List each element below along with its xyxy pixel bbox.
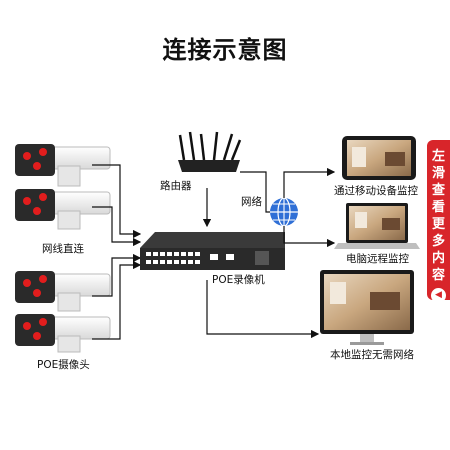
nvr-label: POE录像机: [212, 274, 265, 286]
side-tab-char: 左: [431, 149, 445, 164]
diagram-title: 连接示意图: [162, 36, 288, 64]
camera-2: [15, 189, 111, 230]
router-label: 路由器: [160, 180, 192, 192]
router: [178, 131, 242, 172]
side-tab-char: 更: [431, 217, 445, 232]
poe-camera-label: POE摄像头: [37, 359, 90, 371]
side-tab-char: 容: [431, 268, 445, 283]
side-tab-char: 看: [431, 200, 445, 215]
laptop-device: [334, 203, 420, 249]
camera-cables: [92, 164, 142, 340]
globe-icon: [270, 197, 298, 227]
local-monitor-label: 本地监控无需网络: [330, 349, 414, 361]
direct-cable-label: 网线直连: [42, 243, 84, 255]
nvr-device: [140, 232, 285, 270]
side-tab-char: 内: [431, 251, 445, 266]
remote-monitor-label: 电脑远程监控: [346, 253, 409, 265]
monitor-device: [320, 270, 414, 345]
mobile-monitor-label: 通过移动设备监控: [334, 185, 418, 197]
camera-1: [15, 144, 111, 187]
side-tab-char: 查: [431, 183, 445, 198]
camera-3: [15, 271, 111, 312]
side-tab-char: 多: [431, 234, 445, 249]
side-slide-tab[interactable]: 左 滑 查 看 更 多 内 容 ◀: [427, 140, 450, 303]
camera-4: [15, 314, 111, 353]
chevron-left-icon[interactable]: ◀: [431, 288, 446, 303]
tablet-device: [342, 136, 416, 180]
side-tab-char: 滑: [431, 166, 445, 181]
network-label: 网络: [241, 196, 262, 208]
